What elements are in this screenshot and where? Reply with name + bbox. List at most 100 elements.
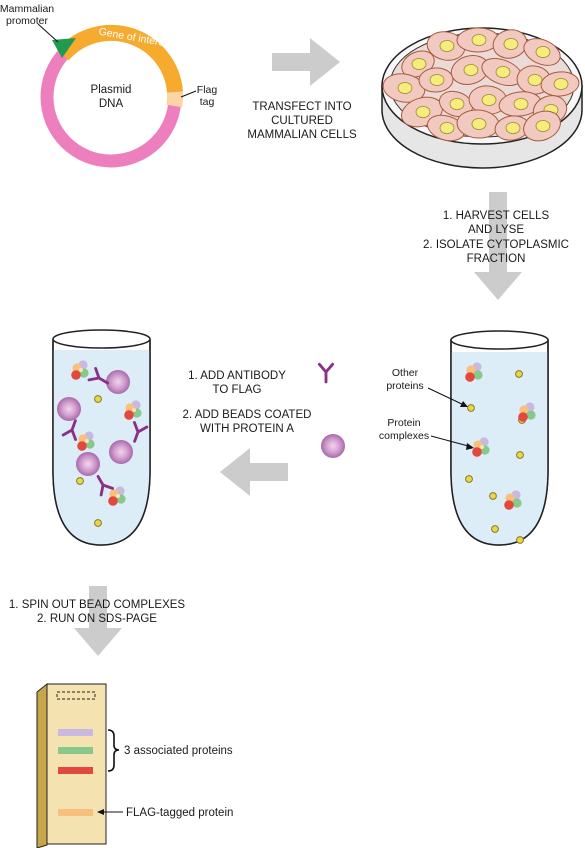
petri-dish — [381, 27, 583, 169]
cell-nucleus — [471, 118, 487, 130]
flag-tag — [79, 368, 83, 372]
other-protein — [94, 395, 102, 403]
antibody-arm — [87, 376, 101, 382]
protein-red — [465, 372, 475, 382]
antibody-stem — [133, 430, 140, 443]
flag-protein-label: FLAG-tagged protein — [126, 807, 233, 819]
protein-complex — [472, 437, 490, 457]
antibody-arm — [70, 428, 77, 441]
gray-arrow-icon — [74, 586, 122, 656]
other-protein — [76, 477, 84, 485]
cell-nucleus — [527, 74, 543, 86]
band-flag-protein — [58, 809, 93, 816]
antibody-line-3: 2. ADD BEADS COATED — [183, 409, 312, 421]
antibody-arm — [136, 425, 149, 434]
protein-red — [77, 441, 87, 451]
antibody-stem — [70, 419, 77, 432]
pointer-head-icon — [97, 809, 104, 815]
cell-nucleus — [553, 78, 569, 90]
spin-line-1: 1. SPIN OUT BEAD COMPLEXES — [9, 599, 186, 611]
associated-proteins-label: 3 associated proteins — [124, 745, 233, 757]
antibody — [96, 474, 114, 497]
flag-tag-label: Flag — [197, 84, 218, 96]
flag-tag-label-2: tag — [200, 96, 215, 108]
other-protein — [489, 492, 497, 500]
other-proteins-label: Other — [392, 367, 419, 379]
promoter-arrow-icon — [52, 38, 76, 58]
other-protein — [491, 525, 499, 533]
gray-arrow-icon — [272, 38, 340, 86]
flag-tag — [132, 408, 136, 412]
antibody-line-2: TO FLAG — [213, 384, 262, 396]
transfect-line-1: TRANSFECT INTO — [252, 101, 351, 113]
brace-icon — [107, 729, 120, 772]
spin-step-label: 1. SPIN OUT BEAD COMPLEXES 2. RUN ON SDS… — [9, 599, 186, 625]
transfect-step-label: TRANSFECT INTO CULTURED MAMMALIAN CELLS — [247, 101, 357, 141]
protein-red — [108, 496, 118, 506]
antibody-stem — [96, 474, 105, 487]
harvest-line-2: AND LYSE — [468, 224, 524, 236]
cell-nucleus — [535, 120, 551, 132]
cell-nucleus — [503, 38, 519, 50]
gel-well — [56, 691, 96, 700]
cell-nucleus — [449, 98, 465, 110]
spin-line-2: 2. RUN ON SDS-PAGE — [37, 613, 157, 625]
protein-complex — [504, 490, 522, 510]
other-protein — [465, 475, 473, 483]
ip-tube — [52, 329, 151, 546]
cell-nucleus — [439, 40, 455, 52]
harvest-line-4: FRACTION — [467, 253, 526, 265]
transfect-line-3: MAMMALIAN CELLS — [247, 129, 357, 141]
protein-red — [518, 412, 528, 422]
protein-red — [71, 370, 81, 380]
antibody-arm — [99, 483, 105, 497]
other-protein — [515, 370, 523, 378]
lysate-contents — [465, 362, 536, 544]
protein-orange — [519, 405, 529, 415]
antibody-stem — [97, 376, 110, 385]
pointer-head-icon — [466, 443, 474, 450]
antibody-arm — [133, 421, 140, 434]
cell-nucleus — [481, 94, 497, 106]
protein-complex — [108, 486, 126, 506]
antibody — [133, 421, 149, 443]
gray-arrow-icon — [474, 192, 522, 300]
transfect-line-2: CULTURED — [271, 115, 333, 127]
protein-red — [504, 500, 514, 510]
protein-complex — [518, 402, 536, 422]
promoter-pointer — [37, 23, 59, 43]
plasmid-center-label-2: DNA — [99, 98, 124, 110]
other-proteins-label-2: proteins — [386, 380, 423, 392]
cell-nucleus — [513, 98, 529, 110]
cell-nucleus — [411, 58, 427, 70]
protein-orange — [466, 365, 476, 375]
protein-red — [124, 410, 134, 420]
protein-orange — [505, 493, 515, 503]
promoter-label: Mammalian — [0, 3, 54, 15]
antibody-arm — [324, 362, 335, 374]
antibody-icon — [317, 362, 335, 384]
antibody-arm — [61, 428, 74, 437]
pointer-head-icon — [460, 401, 468, 407]
protein-complex — [77, 431, 95, 451]
antibody — [61, 419, 77, 441]
other-protein — [516, 536, 524, 544]
cell-nucleus — [439, 122, 455, 134]
other-protein — [467, 404, 475, 412]
lysate-tube: Other proteins Protein complexes — [379, 330, 549, 546]
cell-nucleus — [471, 34, 487, 46]
complexes-pointer — [430, 435, 473, 448]
sds-page-gel: 3 associated proteins FLAG-tagged protei… — [36, 682, 233, 848]
antibody-line-1: 1. ADD ANTIBODY — [188, 370, 286, 382]
antibody-arm — [101, 483, 114, 490]
band-associated-2 — [58, 747, 93, 754]
protein-complex — [124, 400, 142, 420]
gene-of-interest-segment — [56, 24, 183, 93]
bead — [57, 397, 81, 421]
complexes-label-2: complexes — [379, 430, 429, 442]
other-protein — [516, 451, 524, 459]
cell-nucleus — [505, 122, 521, 134]
plasmid-group: Mammalian promoter Gene of interest Plas… — [0, 3, 218, 168]
protein-green — [526, 410, 536, 420]
cell-nucleus — [495, 66, 511, 78]
